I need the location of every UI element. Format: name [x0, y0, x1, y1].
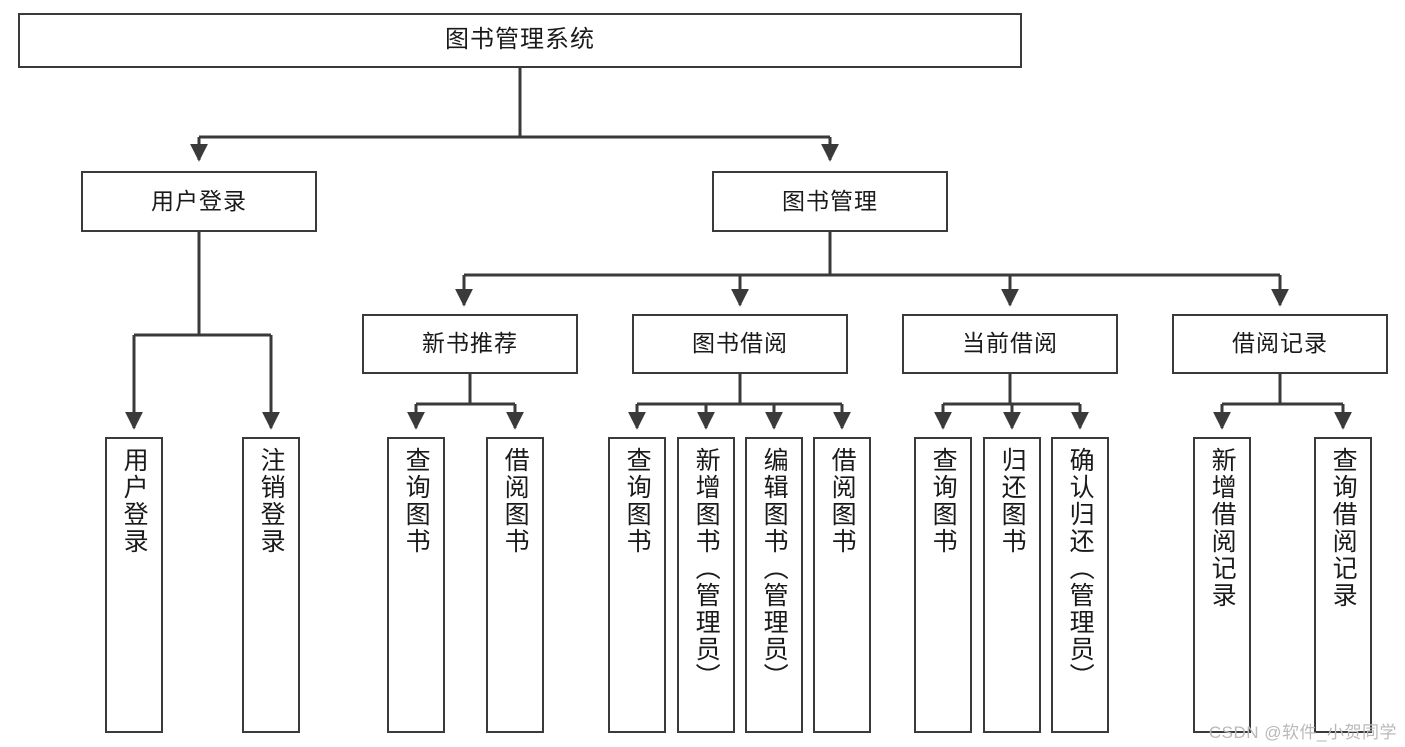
node-label: 新增图书（管理员）: [692, 447, 721, 690]
leaf-book-borrow-add-admin[interactable]: 新增图书（管理员）: [677, 437, 735, 733]
leaf-user-login-login[interactable]: 用户登录: [105, 437, 163, 733]
node-book-management[interactable]: 图书管理: [712, 171, 948, 232]
node-label: 查询图书: [623, 447, 652, 555]
node-label: 确认归还（管理员）: [1066, 447, 1095, 690]
leaf-borrow-record-add[interactable]: 新增借阅记录: [1193, 437, 1251, 733]
node-label: 借阅图书: [828, 447, 857, 555]
node-label: 当前借阅: [962, 330, 1058, 357]
leaf-current-borrow-confirm-return-admin[interactable]: 确认归还（管理员）: [1051, 437, 1109, 733]
node-label: 归还图书: [998, 447, 1027, 555]
watermark-csdn: CSDN @软件_小贺同学: [1208, 723, 1397, 742]
node-label: 新书推荐: [422, 330, 518, 357]
leaf-new-book-borrow[interactable]: 借阅图书: [486, 437, 544, 733]
node-label: 借阅图书: [501, 447, 530, 555]
leaf-current-borrow-return[interactable]: 归还图书: [983, 437, 1041, 733]
leaf-borrow-record-query[interactable]: 查询借阅记录: [1314, 437, 1372, 733]
node-label: 查询图书: [929, 447, 958, 555]
node-label: 用户登录: [120, 447, 149, 555]
node-label: 借阅记录: [1232, 330, 1328, 357]
node-label: 注销登录: [257, 447, 286, 555]
node-label: 新增借阅记录: [1208, 447, 1237, 609]
node-book-borrowing[interactable]: 图书借阅: [632, 314, 848, 374]
node-borrow-record[interactable]: 借阅记录: [1172, 314, 1388, 374]
leaf-user-login-logout[interactable]: 注销登录: [242, 437, 300, 733]
node-label: 查询借阅记录: [1329, 447, 1358, 609]
leaf-new-book-query[interactable]: 查询图书: [387, 437, 445, 733]
node-label: 用户登录: [151, 187, 247, 214]
node-new-book-recommendation[interactable]: 新书推荐: [362, 314, 578, 374]
node-user-login[interactable]: 用户登录: [81, 171, 317, 232]
node-label: 编辑图书（管理员）: [760, 447, 789, 690]
node-current-borrowing[interactable]: 当前借阅: [902, 314, 1118, 374]
node-label: 图书管理: [782, 187, 878, 214]
leaf-current-borrow-query[interactable]: 查询图书: [914, 437, 972, 733]
node-label: 图书借阅: [692, 330, 788, 357]
leaf-book-borrow-borrow[interactable]: 借阅图书: [813, 437, 871, 733]
leaf-book-borrow-edit-admin[interactable]: 编辑图书（管理员）: [745, 437, 803, 733]
node-root-book-management-system[interactable]: 图书管理系统: [18, 13, 1022, 68]
node-label: 图书管理系统: [445, 26, 595, 54]
leaf-book-borrow-query[interactable]: 查询图书: [608, 437, 666, 733]
node-label: 查询图书: [402, 447, 431, 555]
